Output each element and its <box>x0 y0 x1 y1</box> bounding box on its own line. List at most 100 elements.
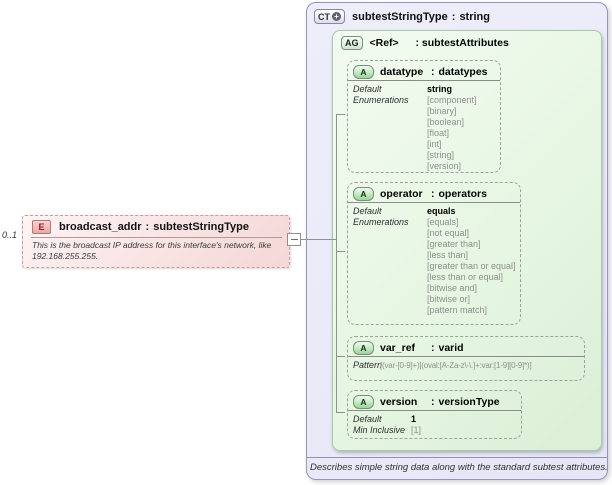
attribute-type: operators <box>438 187 487 200</box>
minus-icon <box>290 239 298 240</box>
attribute-colon: : <box>431 341 435 354</box>
attribute-group-box[interactable]: AG <Ref> : subtestAttributes A datatype … <box>332 30 602 451</box>
enumeration-values: [equals] [not equal] [greater than] [les… <box>427 217 516 316</box>
enum-value: [pattern match] <box>427 305 488 315</box>
facet-min-inclusive-value: [1] <box>411 425 422 435</box>
facet-default-value: equals <box>427 206 456 216</box>
element-badge-icon: E <box>32 220 51 234</box>
attribute-box-var-ref[interactable]: A var_ref : varid Pattern [(var-[0-9]+)|… <box>347 336 585 381</box>
attribute-name: operator <box>380 187 423 200</box>
facet-label-default: Default <box>353 414 382 424</box>
attribute-colon: : <box>431 395 435 408</box>
attribute-operator-header: A operator : operators <box>348 183 520 202</box>
complextype-badge-icon: CT + <box>314 9 345 24</box>
enum-value: [int] <box>427 139 442 149</box>
complextype-documentation: Describes simple string data along with … <box>310 462 608 473</box>
facet-label-min-inclusive: Min Inclusive <box>353 425 406 435</box>
complextype-name: subtestStringType <box>352 10 448 23</box>
enum-value: [bitwise and] <box>427 283 478 293</box>
facet-default-value: 1 <box>411 414 417 424</box>
complextype-title-colon: : <box>451 10 456 23</box>
facet-pattern-value: [(var-[0-9]+)|(oval:[A-Za-z\-\.]+:var:[1… <box>380 361 532 370</box>
facet-label-enumerations: Enumerations <box>353 95 409 105</box>
cardinality-label: 0..1 <box>2 230 18 240</box>
complextype-box[interactable]: CT + subtestStringType : string AG <Ref>… <box>306 2 608 480</box>
connector-line <box>336 412 345 413</box>
element-title: broadcast_addr : subtestStringType <box>59 221 249 233</box>
element-type: subtestStringType <box>153 221 249 233</box>
enum-value: [less than or equal] <box>427 272 504 282</box>
attribute-name: var_ref <box>380 341 416 354</box>
attribute-datatype-title: datatype : datatypes <box>380 66 488 78</box>
attribute-var-ref-header: A var_ref : varid <box>348 337 584 356</box>
enum-value: [greater than] <box>427 239 481 249</box>
connector-line <box>336 251 345 252</box>
enum-value: [not equal] <box>427 228 470 238</box>
attribute-type: versionType <box>438 395 500 408</box>
enum-value: [version] <box>427 161 462 171</box>
complextype-header: CT + subtestStringType : string <box>314 9 490 24</box>
attribute-divider <box>348 410 521 411</box>
facet-default-value: string <box>427 84 453 94</box>
element-name: broadcast_addr <box>59 221 142 233</box>
attribute-divider <box>348 80 500 81</box>
enum-value: [float] <box>427 128 450 138</box>
connector-line <box>336 356 345 357</box>
attribute-group-colon: : <box>415 37 420 49</box>
facet-label-default: Default <box>353 84 382 94</box>
enum-value: [string] <box>427 150 455 160</box>
attribute-type: datatypes <box>438 65 488 78</box>
complextype-badge-label: CT <box>318 11 330 22</box>
attribute-group-title: <Ref> : subtestAttributes <box>370 37 509 49</box>
enum-value: [bitwise or] <box>427 294 471 304</box>
attribute-facets: Default string Enumerations [component] … <box>348 81 500 172</box>
attribute-facets: Default equals Enumerations [equals] [no… <box>348 203 520 316</box>
attribute-datatype-header: A datatype : datatypes <box>348 61 500 80</box>
attribute-badge-icon: A <box>353 186 374 201</box>
attribute-group-type: subtestAttributes <box>421 37 509 49</box>
enum-value: [equals] <box>427 217 459 227</box>
attribute-box-datatype[interactable]: A datatype : datatypes Default string En… <box>347 60 501 173</box>
complextype-doc-divider <box>307 457 607 458</box>
connector-line <box>290 239 336 240</box>
complextype-base-type: string <box>459 10 490 23</box>
enum-value: [component] <box>427 95 477 105</box>
attribute-badge-icon: A <box>353 394 374 409</box>
element-title-colon: : <box>145 221 150 233</box>
connector-line <box>336 114 345 115</box>
element-title-divider <box>31 237 282 238</box>
attribute-group-ref: <Ref> <box>369 37 399 49</box>
attribute-divider <box>348 202 520 203</box>
attribute-facets: Default 1 Min Inclusive [1] <box>348 411 521 436</box>
enum-value: [binary] <box>427 106 457 116</box>
enum-value: [greater than or equal] <box>427 261 516 271</box>
attribute-version-title: version : versionType <box>380 396 500 408</box>
enum-value: [less than] <box>427 250 469 260</box>
attribute-box-version[interactable]: A version : versionType Default 1 Min In… <box>347 390 522 439</box>
element-documentation: This is the broadcast IP address for thi… <box>32 240 272 261</box>
connector-line <box>336 114 337 413</box>
attribute-facets: Pattern [(var-[0-9]+)|(oval:[A-Za-z\-\.]… <box>348 357 584 371</box>
attribute-badge-icon: A <box>353 340 374 355</box>
element-broadcast-addr-box[interactable]: E broadcast_addr : subtestStringType Thi… <box>22 215 290 268</box>
plus-icon[interactable]: + <box>332 12 341 21</box>
attribute-group-badge-icon: AG <box>341 36 363 50</box>
facet-label-default: Default <box>353 206 382 216</box>
facet-label-enumerations: Enumerations <box>353 217 409 227</box>
attribute-badge-icon: A <box>353 64 374 79</box>
enum-value: [boolean] <box>427 117 465 127</box>
attribute-colon: : <box>431 187 435 200</box>
collapse-toggle-icon[interactable] <box>287 233 301 246</box>
attribute-name: version <box>380 395 418 408</box>
attribute-var-ref-title: var_ref : varid <box>380 342 464 354</box>
attribute-group-header: AG <Ref> : subtestAttributes <box>341 36 509 50</box>
facet-label-pattern: Pattern <box>353 360 383 370</box>
attribute-box-operator[interactable]: A operator : operators Default equals En… <box>347 182 521 325</box>
element-header: E broadcast_addr : subtestStringType <box>23 216 289 236</box>
attribute-colon: : <box>431 65 435 78</box>
attribute-divider <box>348 356 584 357</box>
attribute-name: datatype <box>380 65 424 78</box>
attribute-version-header: A version : versionType <box>348 391 521 410</box>
complextype-title: subtestStringType : string <box>352 11 490 23</box>
enumeration-values: [component] [binary] [boolean] [float] [… <box>427 95 477 172</box>
